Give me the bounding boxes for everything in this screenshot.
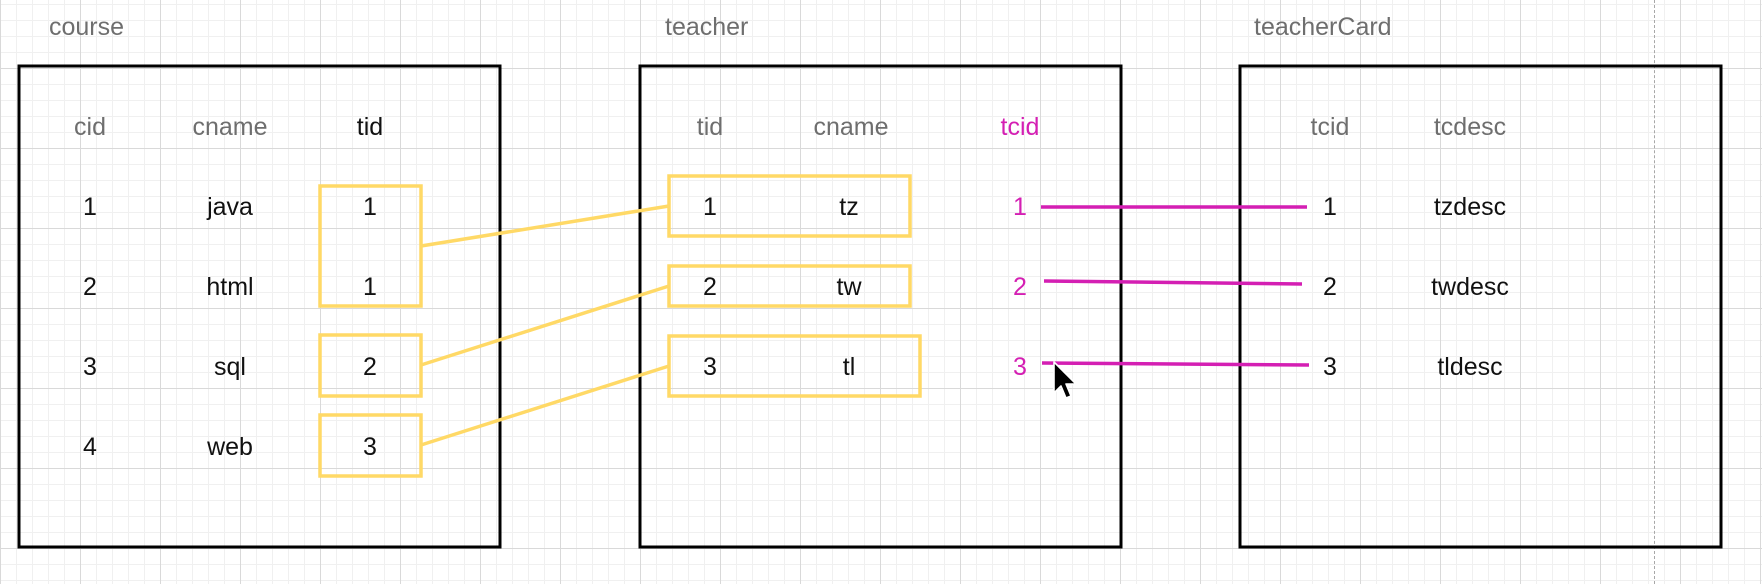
course-cell-cname: java (206, 193, 253, 221)
teacher-col-tcid: tcid (1001, 113, 1040, 141)
teachercard-cell-tcid: 3 (1323, 353, 1337, 381)
teachercard-cell-tcdesc: twdesc (1431, 273, 1509, 301)
course-table-frame[interactable] (17, 64, 502, 549)
course-cell-tid: 2 (363, 353, 377, 381)
course-col-cname: cname (192, 113, 267, 141)
fk-group-tid-3[interactable] (318, 413, 423, 478)
teacher-cell-cname: tw (837, 273, 863, 301)
teachercard-cell-tcid: 1 (1323, 193, 1337, 221)
course-cell-cid: 1 (83, 193, 97, 221)
course-col-tid: tid (357, 113, 383, 141)
fk-group-tid-2[interactable] (318, 333, 423, 398)
teachercard-col-tcdesc: tcdesc (1434, 113, 1506, 141)
course-cell-cid: 4 (83, 433, 97, 461)
link-teacher-teachercard[interactable] (1041, 361, 1310, 367)
course-cell-tid: 3 (363, 433, 377, 461)
fk-link-course-teacher[interactable] (420, 284, 670, 367)
course-cell-tid: 1 (363, 273, 377, 301)
teachercard-table-title: teacherCard (1254, 13, 1392, 41)
teacher-col-tid: tid (697, 113, 723, 141)
teacher-cell-tid: 1 (703, 193, 717, 221)
course-cell-tid: 1 (363, 193, 377, 221)
teachercard-cell-tcdesc: tzdesc (1434, 193, 1506, 221)
mouse-cursor-icon (1053, 361, 1077, 399)
teacher-cell-tcid: 3 (1013, 353, 1027, 381)
teacher-cell-cname: tz (839, 193, 858, 221)
teacher-col-cname: cname (813, 113, 888, 141)
teachercard-col-tcid: tcid (1311, 113, 1350, 141)
course-col-cid: cid (74, 113, 106, 141)
vertical-guide-line (1654, 0, 1655, 584)
teacher-cell-tid: 2 (703, 273, 717, 301)
teacher-cell-tcid: 1 (1013, 193, 1027, 221)
course-cell-cname: sql (214, 353, 246, 381)
fk-link-course-teacher[interactable] (420, 204, 670, 248)
fk-link-course-teacher[interactable] (420, 364, 670, 447)
link-teacher-teachercard[interactable] (1043, 279, 1303, 286)
course-cell-cid: 3 (83, 353, 97, 381)
teacher-cell-tcid: 2 (1013, 273, 1027, 301)
teacher-table-frame[interactable] (638, 64, 1123, 549)
teachercard-cell-tcdesc: tldesc (1437, 353, 1502, 381)
teachercard-table-frame[interactable] (1238, 64, 1723, 549)
course-cell-cname: web (206, 433, 253, 461)
teachercard-cell-tcid: 2 (1323, 273, 1337, 301)
teacher-cell-cname: tl (843, 353, 856, 381)
course-table-title: course (49, 13, 124, 41)
teacher-cell-tid: 3 (703, 353, 717, 381)
course-cell-cid: 2 (83, 273, 97, 301)
teacher-table-title: teacher (665, 13, 748, 41)
course-cell-cname: html (206, 273, 253, 301)
